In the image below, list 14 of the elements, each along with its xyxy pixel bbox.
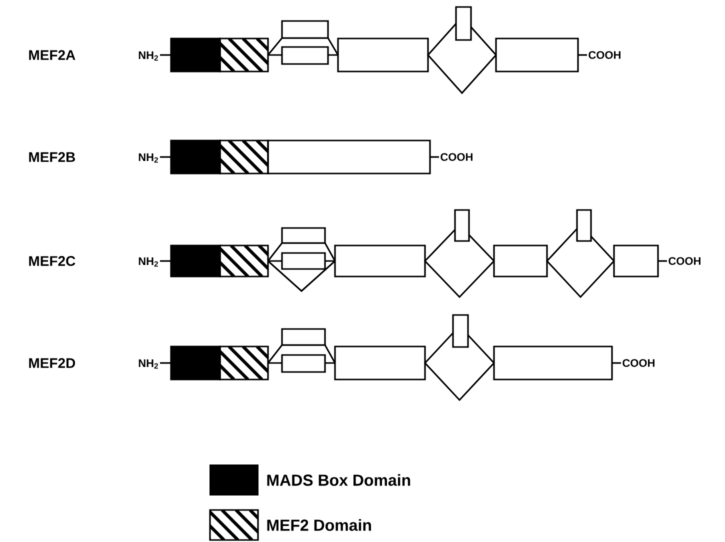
legend-label: MADS Box Domain [267,474,410,486]
terminus-label: COOH [440,153,472,161]
protein-name: MEF2C [29,256,76,266]
terminus-label: NH$_{2}$ [138,257,158,267]
protein-name: MEF2B [29,152,76,162]
legend-label: MEF2 Domain [267,519,371,531]
terminus-label: COOH [588,51,620,59]
protein-name: MEF2A [29,50,76,60]
terminus-label: COOH [668,257,700,265]
terminus-label: NH$_{2}$ [138,51,158,61]
protein-name: MEF2D [29,358,76,368]
terminus-label: NH$_{2}$ [138,359,158,369]
terminus-label: NH$_{2}$ [138,153,158,163]
terminus-label: COOH [622,359,654,367]
